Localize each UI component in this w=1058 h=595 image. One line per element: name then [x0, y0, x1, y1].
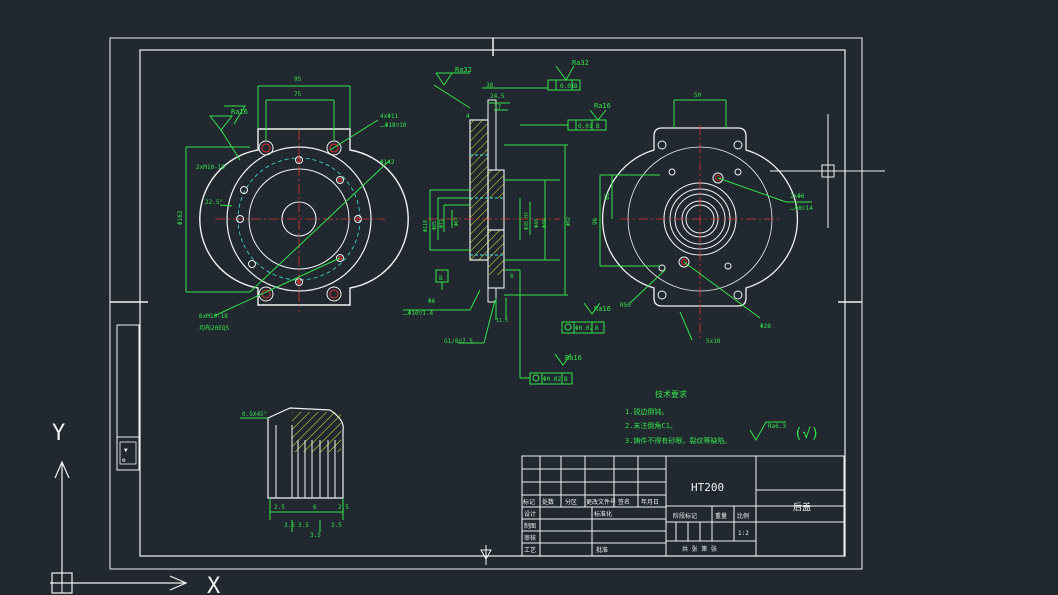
tb-std: 标准化	[594, 510, 612, 518]
roughness-front: Ra16	[231, 108, 248, 116]
conc-2: Φ0.02	[543, 376, 561, 383]
tb-scale-value: 1:2	[738, 530, 749, 537]
detail-dim-7: 3.5	[310, 532, 321, 539]
flatness-value: 0.01	[560, 83, 575, 90]
dim-65: 65	[604, 192, 611, 200]
dim-24-5: 24.5	[490, 93, 505, 100]
datum-b-2: B	[596, 123, 600, 130]
dia-67: Φ67	[454, 217, 460, 226]
tb-approve: 批准	[596, 546, 608, 554]
dim-50: 50	[694, 92, 702, 99]
tb-sheets: 共 张 第 张	[682, 545, 717, 553]
tb-label-1: 标记	[523, 498, 535, 506]
tech-req-item-3: 3.铸件不得有砂眼，裂纹等缺陷。	[625, 436, 731, 445]
dia-110: Φ110	[423, 220, 429, 232]
general-roughness-bracket: (√)	[794, 426, 819, 442]
sheet-logo-icon: ▼ ⚙	[119, 441, 137, 465]
datum-b-4: B	[564, 376, 568, 383]
rough-top: Ra32	[455, 66, 472, 74]
rough-mid: Ra16	[594, 102, 611, 110]
crosshair-cursor	[770, 114, 885, 228]
tb-label-2: 处数	[542, 498, 554, 506]
material-label: HT200	[691, 481, 724, 494]
thread-note: G1/8▽7.5	[444, 338, 473, 345]
dim-5x10: 5x10	[706, 338, 721, 345]
dia-48: Φ48	[534, 219, 540, 228]
dim-95: 95	[294, 76, 302, 83]
side-hole-note-1: 2xΦ6	[790, 193, 805, 200]
dia-92: Φ92	[566, 217, 572, 226]
dim-38: 38	[486, 82, 494, 89]
hole-note: 2xM10-18	[196, 164, 225, 171]
title-block	[521, 455, 845, 557]
holes-note-1: 4xΦ11	[380, 113, 398, 120]
tech-req-item-1: 1.锐边倒钝。	[625, 407, 668, 416]
detail-dim-6: 3.5	[331, 522, 342, 529]
tb-design: 设计	[524, 510, 536, 518]
tb-label-5: 签名	[618, 498, 630, 506]
tb-stage: 阶段标记	[673, 512, 697, 520]
perp-value: 0.01	[578, 123, 593, 130]
side-hole-note-2: ⌴Φ8▽14	[790, 205, 813, 212]
detail-dim-3: 2.5	[338, 504, 349, 511]
tech-req-title: 技术要求	[655, 389, 687, 399]
csk-note: ⌴Φ10▽1.4	[403, 310, 433, 317]
dim-phi6: Φ6	[428, 298, 436, 305]
general-roughness-value: Ra6.3	[768, 423, 786, 430]
conc-1: Φ0.02	[575, 325, 593, 332]
r-note: R50	[620, 302, 631, 309]
rough-low: Ra16	[594, 305, 611, 313]
chamfer-note: 0.5X45°	[242, 411, 267, 418]
detail-dim-5: 3.5	[298, 522, 309, 529]
dim-75: 75	[294, 91, 302, 98]
front-view[interactable]	[185, 85, 409, 317]
rough-top-right: Ra32	[572, 59, 589, 67]
dia-note: Φ28	[760, 323, 771, 330]
datum-b-1: B	[574, 83, 578, 90]
thread-note-2: 均布20EQS	[199, 324, 229, 332]
tb-label-6: 年月日	[641, 498, 659, 506]
section-view[interactable]	[403, 65, 607, 385]
dim-6: 6	[510, 273, 514, 280]
x-axis-label: X	[207, 574, 221, 595]
svg-text:▼: ▼	[124, 447, 128, 454]
part-name: 后盖	[793, 501, 811, 513]
dia-72: Φ72	[439, 219, 445, 228]
tb-check: 制图	[524, 522, 536, 530]
svg-text:⚙: ⚙	[122, 457, 126, 464]
dim-96: 96	[592, 217, 599, 225]
dia-35: Φ35 H7	[524, 212, 530, 230]
general-roughness-symbol	[749, 421, 786, 441]
dim-11-5: 11.5	[496, 318, 508, 324]
dim-17: 17	[494, 104, 502, 111]
detail-view[interactable]	[240, 407, 344, 532]
thread-note-1: 6xM10-18	[199, 313, 228, 320]
datum-b-3: B	[595, 325, 599, 332]
tb-label-3: 分区	[565, 498, 577, 506]
holes-note-2: ⌴Φ18▽10	[380, 122, 407, 129]
dim-4: 4	[466, 113, 470, 120]
tb-scale: 比例	[737, 512, 749, 520]
dia-pcd: Φ142	[380, 159, 395, 166]
tb-label-4: 更改文件号	[586, 498, 616, 506]
side-view[interactable]	[599, 99, 812, 341]
rough-bottom: Ra16	[565, 354, 582, 362]
datum-b-box: B	[439, 275, 443, 282]
tb-review: 审核	[524, 534, 536, 542]
detail-dim-4: 3.5	[284, 522, 295, 529]
sheet-border	[109, 37, 863, 570]
angle-label: 22.5°	[205, 199, 223, 206]
dia-left: Φ162	[177, 210, 184, 225]
detail-dim-1: 2.5	[274, 504, 285, 511]
dia-85: Φ85	[432, 221, 438, 230]
detail-dim-2: 6	[313, 504, 317, 511]
y-axis-label: Y	[52, 421, 65, 446]
tech-req-item-2: 2.未注倒角C1。	[625, 421, 677, 430]
tb-process: 工艺	[524, 546, 536, 554]
dia-46: Φ46	[542, 219, 548, 228]
ucs-icon	[50, 460, 188, 594]
tb-weight: 重量	[715, 512, 727, 520]
